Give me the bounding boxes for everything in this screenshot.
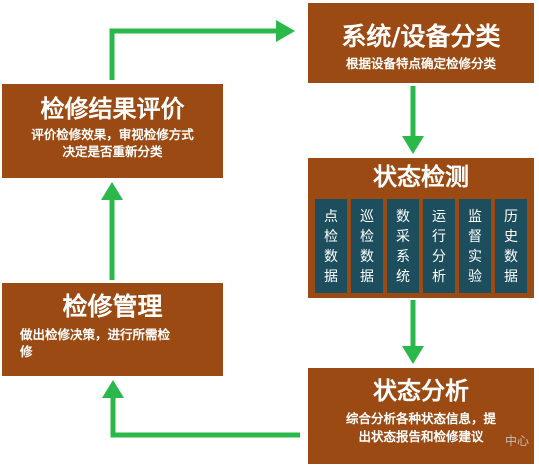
item-char: 统	[396, 269, 410, 285]
item-char: 验	[468, 269, 482, 285]
monitoring-items: 点 检 数 据 巡 检 数 据 数 采 系 统 运 行 分 析 监 督 实 验	[315, 199, 527, 293]
item-char: 督	[468, 229, 482, 245]
manage-desc-line-1: 做出检修决策，进行所需检	[20, 326, 171, 342]
item-char: 数	[360, 249, 374, 265]
watermark-text: 中心	[504, 434, 529, 448]
result-desc-line-1: 评价检修效果，审视检修方式	[31, 126, 194, 142]
analysis-title: 状态分析	[373, 377, 469, 405]
monitoring-item-supervision: 监 督 实 验	[459, 199, 491, 293]
condition-analysis-box: 状态分析 综合分析各种状态信息，提 出状态报告和检修建议	[308, 368, 534, 464]
item-char: 系	[396, 249, 410, 265]
item-char: 数	[324, 249, 338, 265]
item-char: 析	[432, 269, 446, 285]
result-evaluation-box: 检修结果评价 评价检修效果，审视检修方式 决定是否重新分类	[2, 84, 223, 178]
item-char: 检	[324, 229, 338, 245]
item-char: 数	[396, 209, 410, 225]
monitoring-item-operation: 运 行 分 析	[423, 199, 455, 293]
condition-monitoring-box: 状态检测 点 检 数 据 巡 检 数 据 数 采 系 统 运 行 分 析 监 督	[308, 158, 534, 298]
item-char: 分	[432, 249, 446, 265]
monitoring-item-spot-check: 点 检 数 据	[315, 199, 347, 293]
item-char: 史	[504, 229, 518, 245]
manage-title: 检修管理	[62, 292, 163, 321]
classify-desc: 根据设备特点确定检修分类	[345, 55, 496, 71]
detect-title: 状态检测	[373, 163, 469, 191]
item-char: 检	[360, 229, 374, 245]
result-title: 检修结果评价	[40, 95, 185, 123]
item-char: 数	[504, 249, 518, 265]
monitoring-item-patrol: 巡 检 数 据	[351, 199, 383, 293]
item-char: 采	[396, 229, 410, 245]
item-char: 点	[324, 209, 338, 225]
item-char: 巡	[360, 209, 374, 225]
analysis-desc-line-1: 综合分析各种状态信息，提	[345, 410, 496, 426]
monitoring-item-history: 历 史 数 据	[495, 199, 527, 293]
item-char: 据	[504, 269, 518, 285]
system-classification-box: 系统/设备分类 根据设备特点确定检修分类	[308, 3, 534, 83]
item-char: 历	[504, 209, 518, 225]
item-char: 据	[324, 269, 338, 285]
arrow-analysis-to-manage	[110, 396, 300, 438]
manage-desc-line-2: 修	[20, 344, 33, 360]
classify-title: 系统/设备分类	[341, 22, 501, 51]
monitoring-item-acquisition: 数 采 系 统	[387, 199, 419, 293]
item-char: 实	[468, 249, 482, 265]
maintenance-management-box: 检修管理 做出检修决策，进行所需检 修	[2, 283, 223, 376]
analysis-desc-line-2: 出状态报告和检修建议	[358, 428, 484, 444]
item-char: 据	[360, 269, 374, 285]
arrow-result-to-classify	[109, 28, 280, 80]
item-char: 监	[468, 209, 482, 225]
item-char: 行	[432, 229, 446, 245]
item-char: 运	[432, 209, 446, 225]
result-desc-line-2: 决定是否重新分类	[62, 144, 163, 160]
